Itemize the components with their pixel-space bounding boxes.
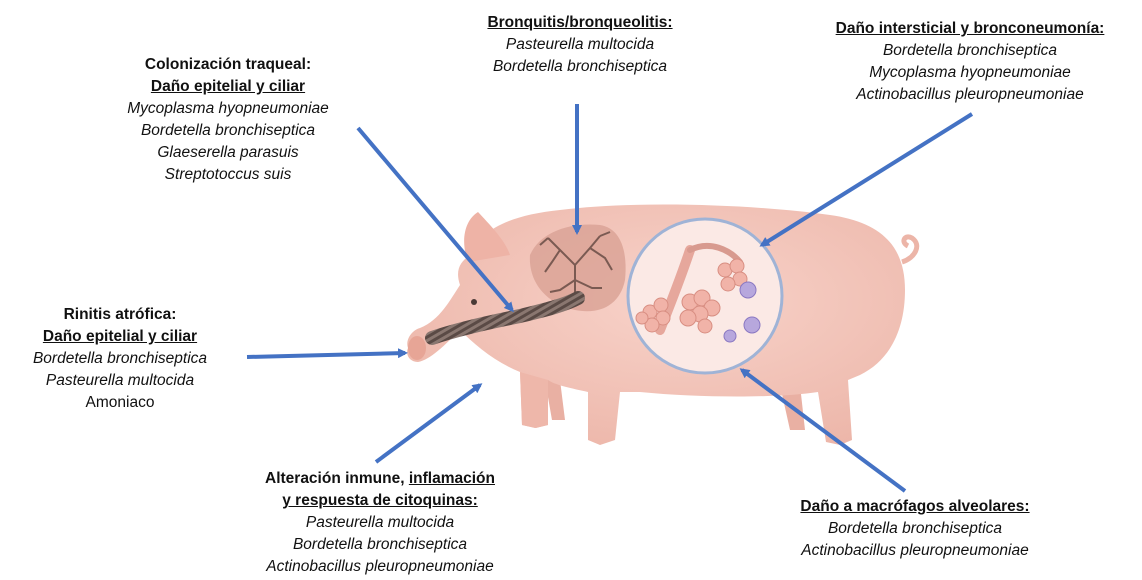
traqueal-subtitle: Daño epitelial y ciliar	[151, 78, 305, 95]
arrow-traqueal	[358, 128, 512, 310]
label-intersticial: Daño intersticial y bronconeumonía: Bord…	[800, 18, 1140, 106]
rinitis-subtitle: Daño epitelial y ciliar	[43, 328, 197, 345]
arrow-inmune	[376, 385, 480, 462]
pig-tail	[902, 237, 917, 262]
pig-front-leg	[520, 372, 548, 428]
bronquitis-title: Bronquitis/bronqueolitis:	[487, 14, 672, 31]
rinitis-agent: Bordetella bronchiseptica	[0, 348, 240, 370]
inmune-agent: Actinobacillus pleuropneumoniae	[220, 556, 540, 578]
traqueal-agent: Streptotoccus suis	[78, 164, 378, 186]
intersticial-agent: Actinobacillus pleuropneumoniae	[800, 84, 1140, 106]
intersticial-agent: Bordetella bronchiseptica	[800, 40, 1140, 62]
arrow-rinitis	[247, 353, 405, 357]
macrofagos-title: Daño a macrófagos alveolares:	[800, 498, 1029, 515]
rinitis-agent: Pasteurella multocida	[0, 370, 240, 392]
label-inmune: Alteración inmune, inflamación y respues…	[220, 468, 540, 578]
inmune-title-part2: inflamación	[409, 470, 495, 487]
traqueal-agent: Glaeserella parasuis	[78, 142, 378, 164]
label-macrofagos: Daño a macrófagos alveolares: Bordetella…	[760, 496, 1070, 562]
label-bronquitis: Bronquitis/bronqueolitis: Pasteurella mu…	[440, 12, 720, 78]
bronquitis-agent: Pasteurella multocida	[440, 34, 720, 56]
traqueal-agent: Mycoplasma hyopneumoniae	[78, 98, 378, 120]
inmune-title-part1: Alteración inmune,	[265, 470, 409, 487]
inmune-subtitle: y respuesta de citoquinas:	[282, 492, 478, 509]
traqueal-title: Colonización traqueal:	[78, 54, 378, 76]
pig-snout	[408, 336, 426, 360]
rinitis-title: Rinitis atrófica:	[0, 304, 240, 326]
alveoli-inset	[628, 219, 782, 373]
macrofagos-agent: Bordetella bronchiseptica	[760, 518, 1070, 540]
macrofagos-agent: Actinobacillus pleuropneumoniae	[760, 540, 1070, 562]
label-rinitis: Rinitis atrófica: Daño epitelial y cilia…	[0, 304, 240, 414]
label-traqueal: Colonización traqueal: Daño epitelial y …	[78, 54, 378, 186]
inmune-agent: Bordetella bronchiseptica	[220, 534, 540, 556]
pig-eye	[471, 299, 477, 305]
bronquitis-agent: Bordetella bronchiseptica	[440, 56, 720, 78]
rinitis-other: Amoniaco	[0, 392, 240, 414]
inmune-agent: Pasteurella multocida	[220, 512, 540, 534]
traqueal-agent: Bordetella bronchiseptica	[78, 120, 378, 142]
intersticial-agent: Mycoplasma hyopneumoniae	[800, 62, 1140, 84]
intersticial-title: Daño intersticial y bronconeumonía:	[836, 20, 1105, 37]
